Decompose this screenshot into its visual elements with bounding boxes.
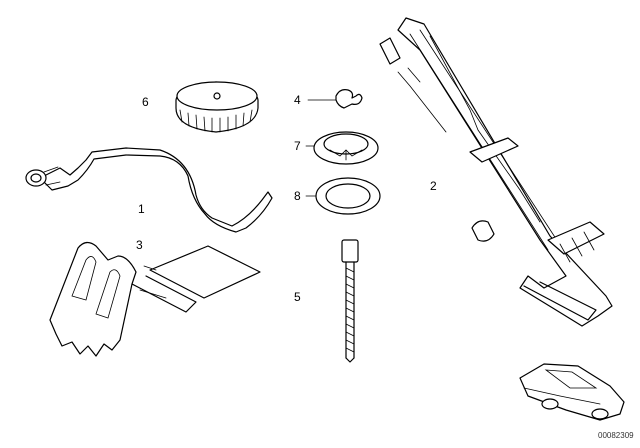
car-thumbnail-icon xyxy=(519,363,625,421)
callout-1: 1 xyxy=(138,202,145,216)
callout-8: 8 xyxy=(294,189,301,203)
ring-washer-part xyxy=(305,177,381,215)
car-jack-part xyxy=(379,17,613,327)
callout-3: 3 xyxy=(136,238,143,252)
lug-wrench-part xyxy=(25,147,273,233)
callout-5: 5 xyxy=(294,290,301,304)
wing-bolt-part xyxy=(307,89,363,109)
grommet-part xyxy=(305,131,379,165)
callout-2: 2 xyxy=(430,179,437,193)
callout-7: 7 xyxy=(294,139,301,153)
diagram-caption: 00082309 xyxy=(598,431,634,440)
knurled-cap-part xyxy=(175,81,259,133)
callout-4: 4 xyxy=(294,93,301,107)
leader-lines xyxy=(143,265,157,271)
wheel-chock-part xyxy=(49,241,261,357)
callout-6: 6 xyxy=(142,95,149,109)
long-bolt-part xyxy=(341,239,359,363)
